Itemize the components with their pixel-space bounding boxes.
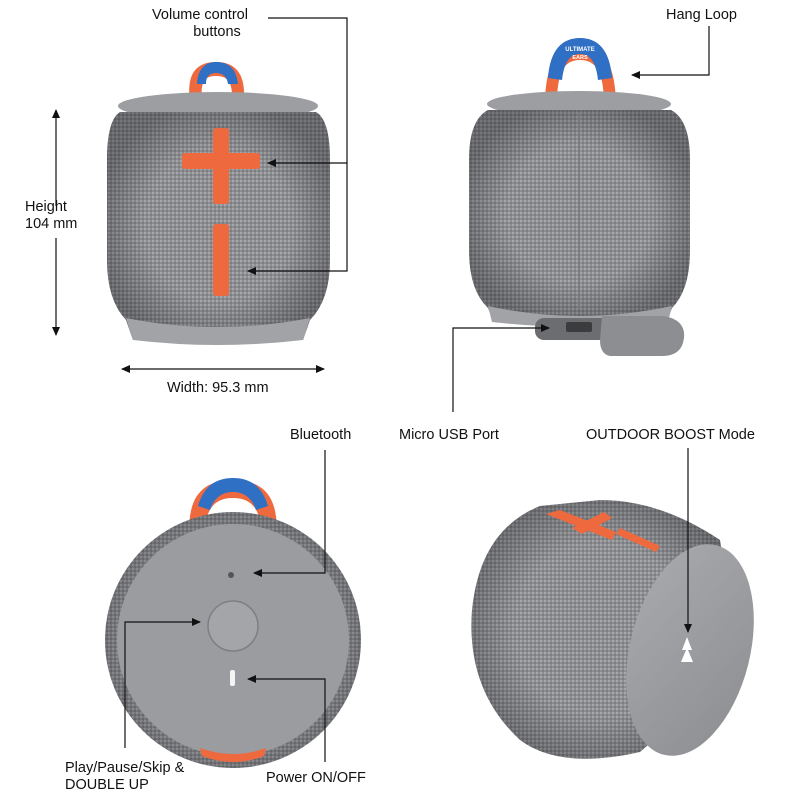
micro-usb-label: Micro USB Port — [399, 427, 499, 443]
height-label: Height 104 mm — [25, 199, 77, 233]
power-icon — [230, 670, 235, 686]
volume-control-label-line2: buttons — [193, 24, 241, 40]
power-pointer-line — [247, 675, 326, 762]
play-pause-label: Play/Pause/Skip & DOUBLE UP — [65, 760, 184, 794]
outdoor-boost-icon — [681, 637, 693, 662]
speaker-back-view: ULTIMATE EARS — [469, 38, 690, 356]
annotation-lines — [52, 17, 710, 762]
play-button-icon — [207, 600, 259, 652]
play-pause-label-line1: Play/Pause/Skip & — [65, 760, 185, 776]
volume-pointer-line — [267, 17, 348, 167]
usb-pointer-line — [452, 324, 550, 412]
speaker-front-view — [107, 62, 330, 345]
volume-control-label-line1: Volume control — [152, 7, 248, 23]
bluetooth-dot-icon — [228, 572, 234, 578]
bluetooth-pointer-line — [253, 450, 326, 577]
outdoor-boost-label: OUTDOOR BOOST Mode — [586, 427, 755, 443]
strap-text-line1: ULTIMATE — [565, 47, 594, 53]
speaker-bottom-view — [105, 478, 361, 768]
height-label-line1: Height — [25, 199, 67, 215]
minus-icon — [213, 224, 229, 296]
width-label: Width: 95.3 mm — [167, 380, 269, 396]
play-pause-label-line2: DOUBLE UP — [65, 777, 149, 793]
volume-control-label: Volume control buttons — [140, 7, 260, 41]
play-pointer-line — [124, 618, 201, 748]
hang-loop-pointer-line — [631, 26, 710, 79]
hang-loop-label: Hang Loop — [666, 7, 737, 23]
speaker-angled-view — [471, 500, 754, 759]
strap-text-line2: EARS — [572, 55, 588, 61]
usb-port-icon — [566, 322, 592, 332]
height-label-line2: 104 mm — [25, 216, 78, 232]
power-label: Power ON/OFF — [266, 770, 366, 786]
plus-icon — [182, 128, 260, 204]
bluetooth-label: Bluetooth — [290, 427, 352, 443]
volume-minus-pointer-line — [247, 163, 348, 275]
usb-flap — [600, 316, 685, 356]
